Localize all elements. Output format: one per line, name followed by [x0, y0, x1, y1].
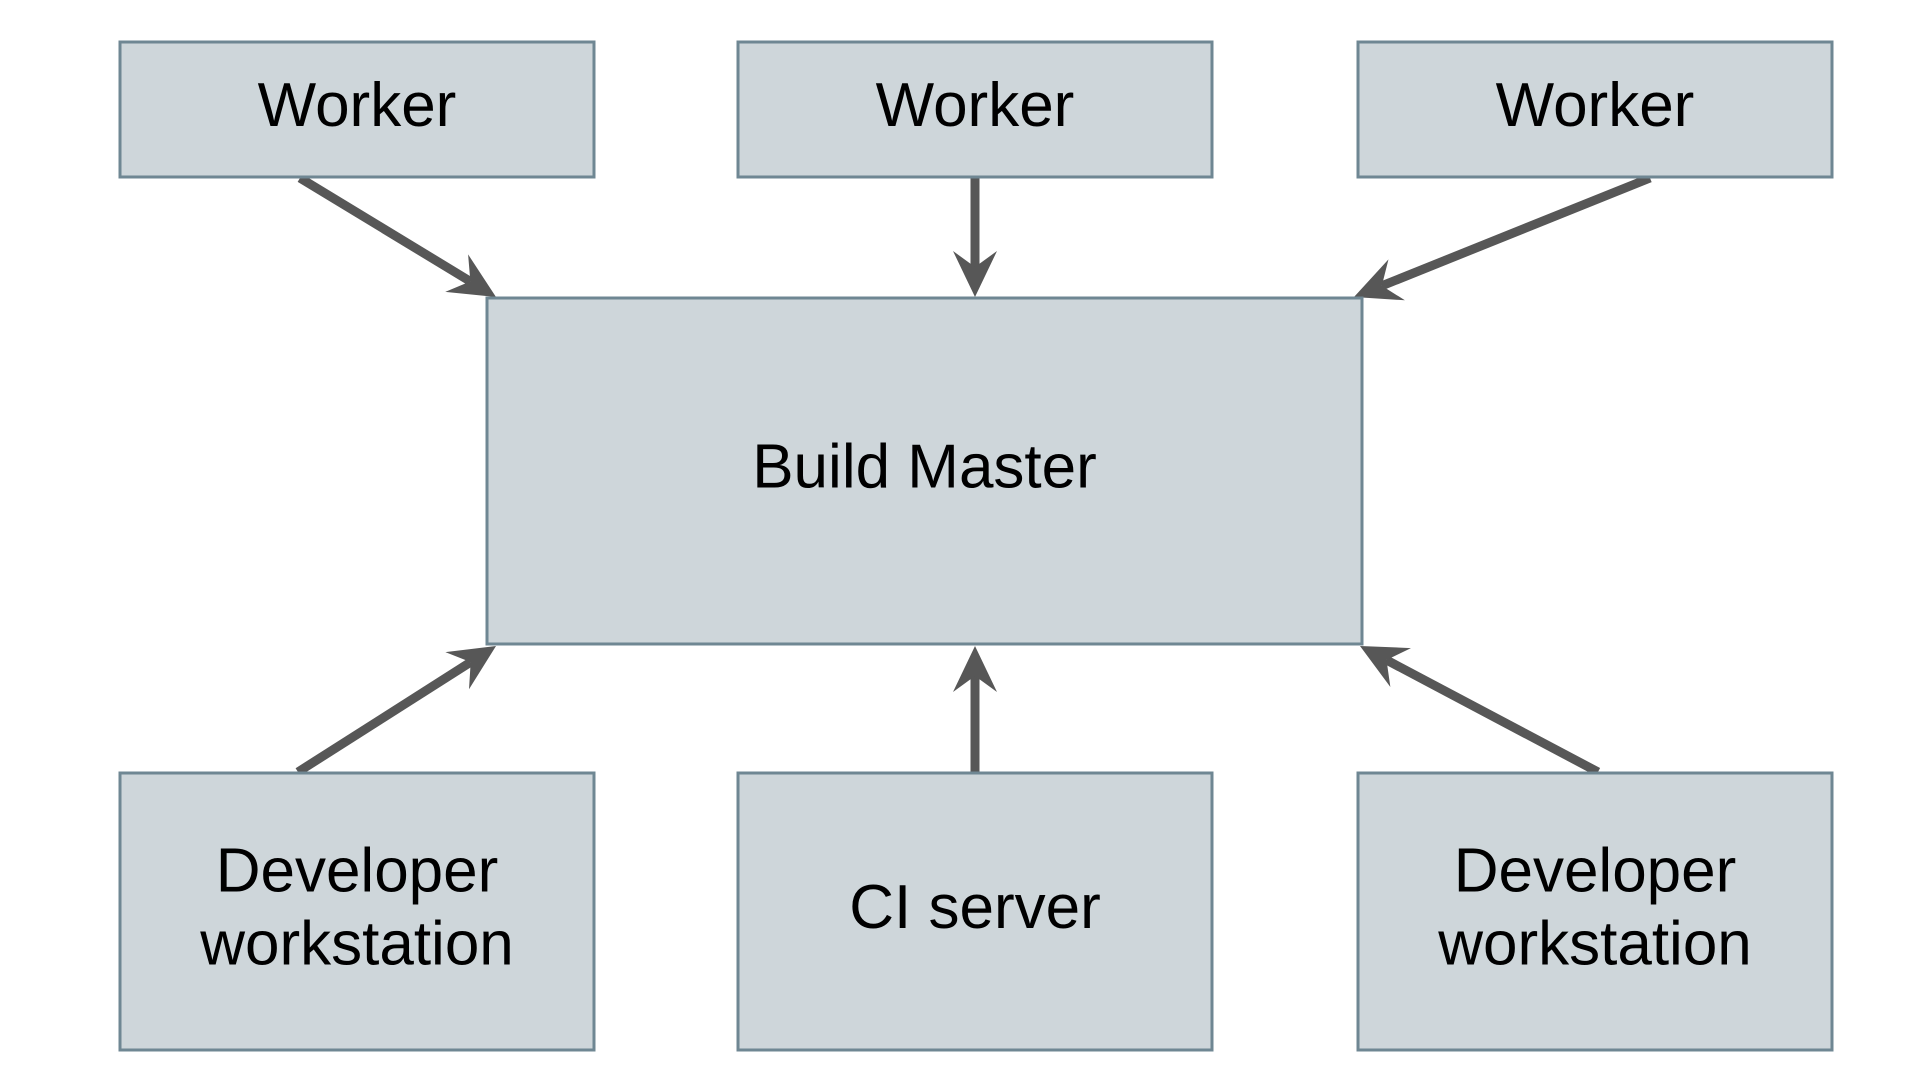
arrow-head-icon — [953, 646, 997, 692]
node-label: Developer — [1454, 836, 1737, 905]
arrow-head-icon — [445, 646, 496, 690]
edge-ci-server-to-build-master — [953, 646, 997, 772]
node-label: Build Master — [752, 432, 1097, 501]
node-label: CI server — [849, 873, 1100, 942]
node-worker-right[interactable]: Worker — [1356, 40, 1834, 179]
node-box[interactable] — [118, 40, 596, 179]
node-box[interactable] — [736, 771, 1214, 1052]
arrow-head-icon — [1354, 259, 1405, 301]
edge-shaft — [295, 658, 474, 776]
node-box[interactable] — [1356, 771, 1834, 1052]
edge-worker-center-to-build-master — [953, 178, 997, 297]
node-label: Worker — [876, 71, 1075, 140]
node-label: workstation — [199, 909, 514, 978]
edge-worker-right-to-build-master — [1354, 173, 1652, 301]
node-ci-server[interactable]: CI server — [736, 771, 1214, 1052]
arrow-head-icon — [953, 251, 997, 297]
node-worker-center[interactable]: Worker — [736, 40, 1214, 179]
edge-shaft — [1380, 173, 1652, 290]
node-label: Worker — [258, 71, 457, 140]
edge-developer-workstation-left-to-build-master — [295, 646, 496, 776]
node-box[interactable] — [485, 296, 1364, 646]
arrow-head-icon — [445, 254, 496, 297]
node-box[interactable] — [736, 40, 1214, 179]
node-label: workstation — [1437, 909, 1752, 978]
node-build-master[interactable]: Build Master — [485, 296, 1364, 646]
node-box[interactable] — [1356, 40, 1834, 179]
node-label: Developer — [216, 836, 499, 905]
edge-shaft — [297, 174, 473, 286]
edges-layer — [295, 173, 1652, 776]
node-label: Worker — [1496, 71, 1695, 140]
node-box[interactable] — [118, 771, 596, 1052]
edge-worker-left-to-build-master — [297, 174, 496, 297]
node-worker-left[interactable]: Worker — [118, 40, 596, 179]
edge-developer-workstation-right-to-build-master — [1360, 646, 1601, 776]
edge-shaft — [1384, 656, 1601, 776]
arrow-head-icon — [1360, 646, 1411, 687]
